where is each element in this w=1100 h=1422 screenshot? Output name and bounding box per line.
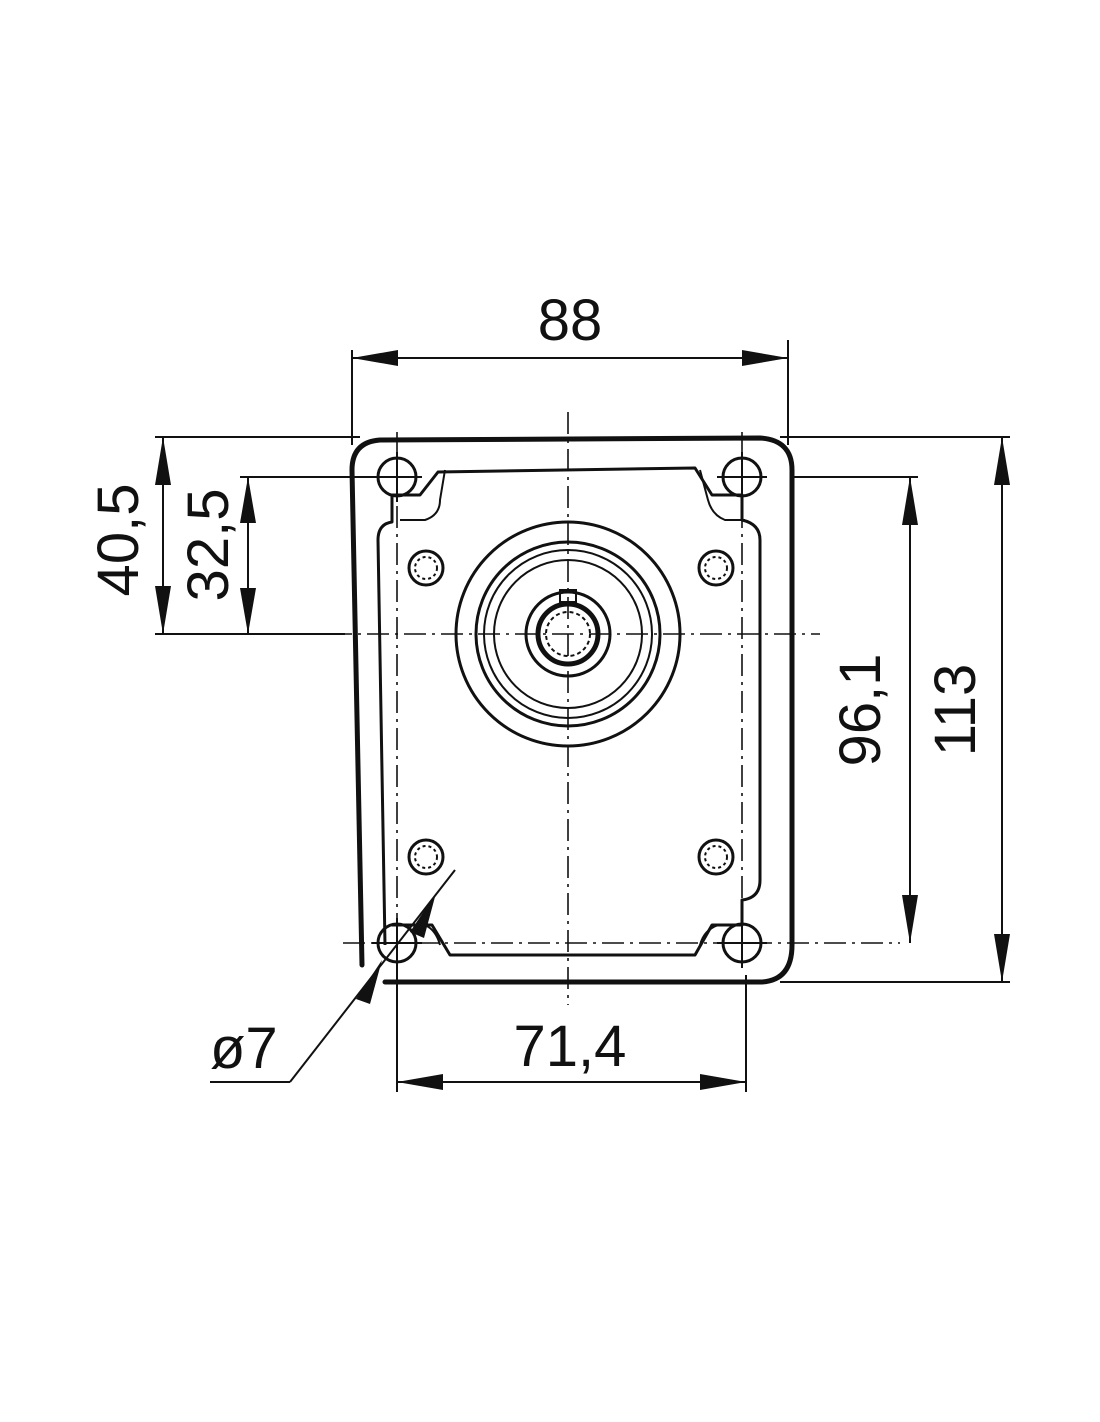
dim-label-96-1: 96,1 <box>828 654 893 767</box>
dim-label-113: 113 <box>923 664 988 756</box>
dim-label-88: 88 <box>538 288 603 353</box>
dimension-overall-width: 88 <box>351 288 789 445</box>
centerlines <box>330 412 900 1005</box>
boss-lower-right <box>697 838 735 876</box>
dimension-hole-spacing-horizontal: 71,4 <box>396 965 747 1092</box>
dimension-hole-spacing-vertical: 96,1 <box>790 476 918 943</box>
dim-label-hole-diameter: ø7 <box>210 1016 278 1081</box>
mounting-hole-bottom-right <box>717 918 767 968</box>
dim-label-40-5: 40,5 <box>86 484 151 597</box>
dimension-overall-height: 113 <box>780 436 1010 983</box>
dimension-hole-to-center: 32,5 <box>176 476 378 634</box>
dimension-hole-diameter: ø7 <box>210 869 456 1083</box>
dim-label-71-4: 71,4 <box>514 1014 627 1079</box>
center-spigot <box>454 520 682 748</box>
mounting-hole-top-right <box>717 452 767 502</box>
dimension-top-to-center: 40,5 <box>86 436 360 635</box>
mounting-holes <box>372 452 767 968</box>
dim-label-32-5: 32,5 <box>176 489 241 602</box>
boss-upper-right <box>697 549 735 587</box>
flange-outline <box>349 435 795 985</box>
boss-upper-left <box>407 549 445 587</box>
threaded-bosses <box>407 549 735 876</box>
boss-lower-left <box>407 838 445 876</box>
